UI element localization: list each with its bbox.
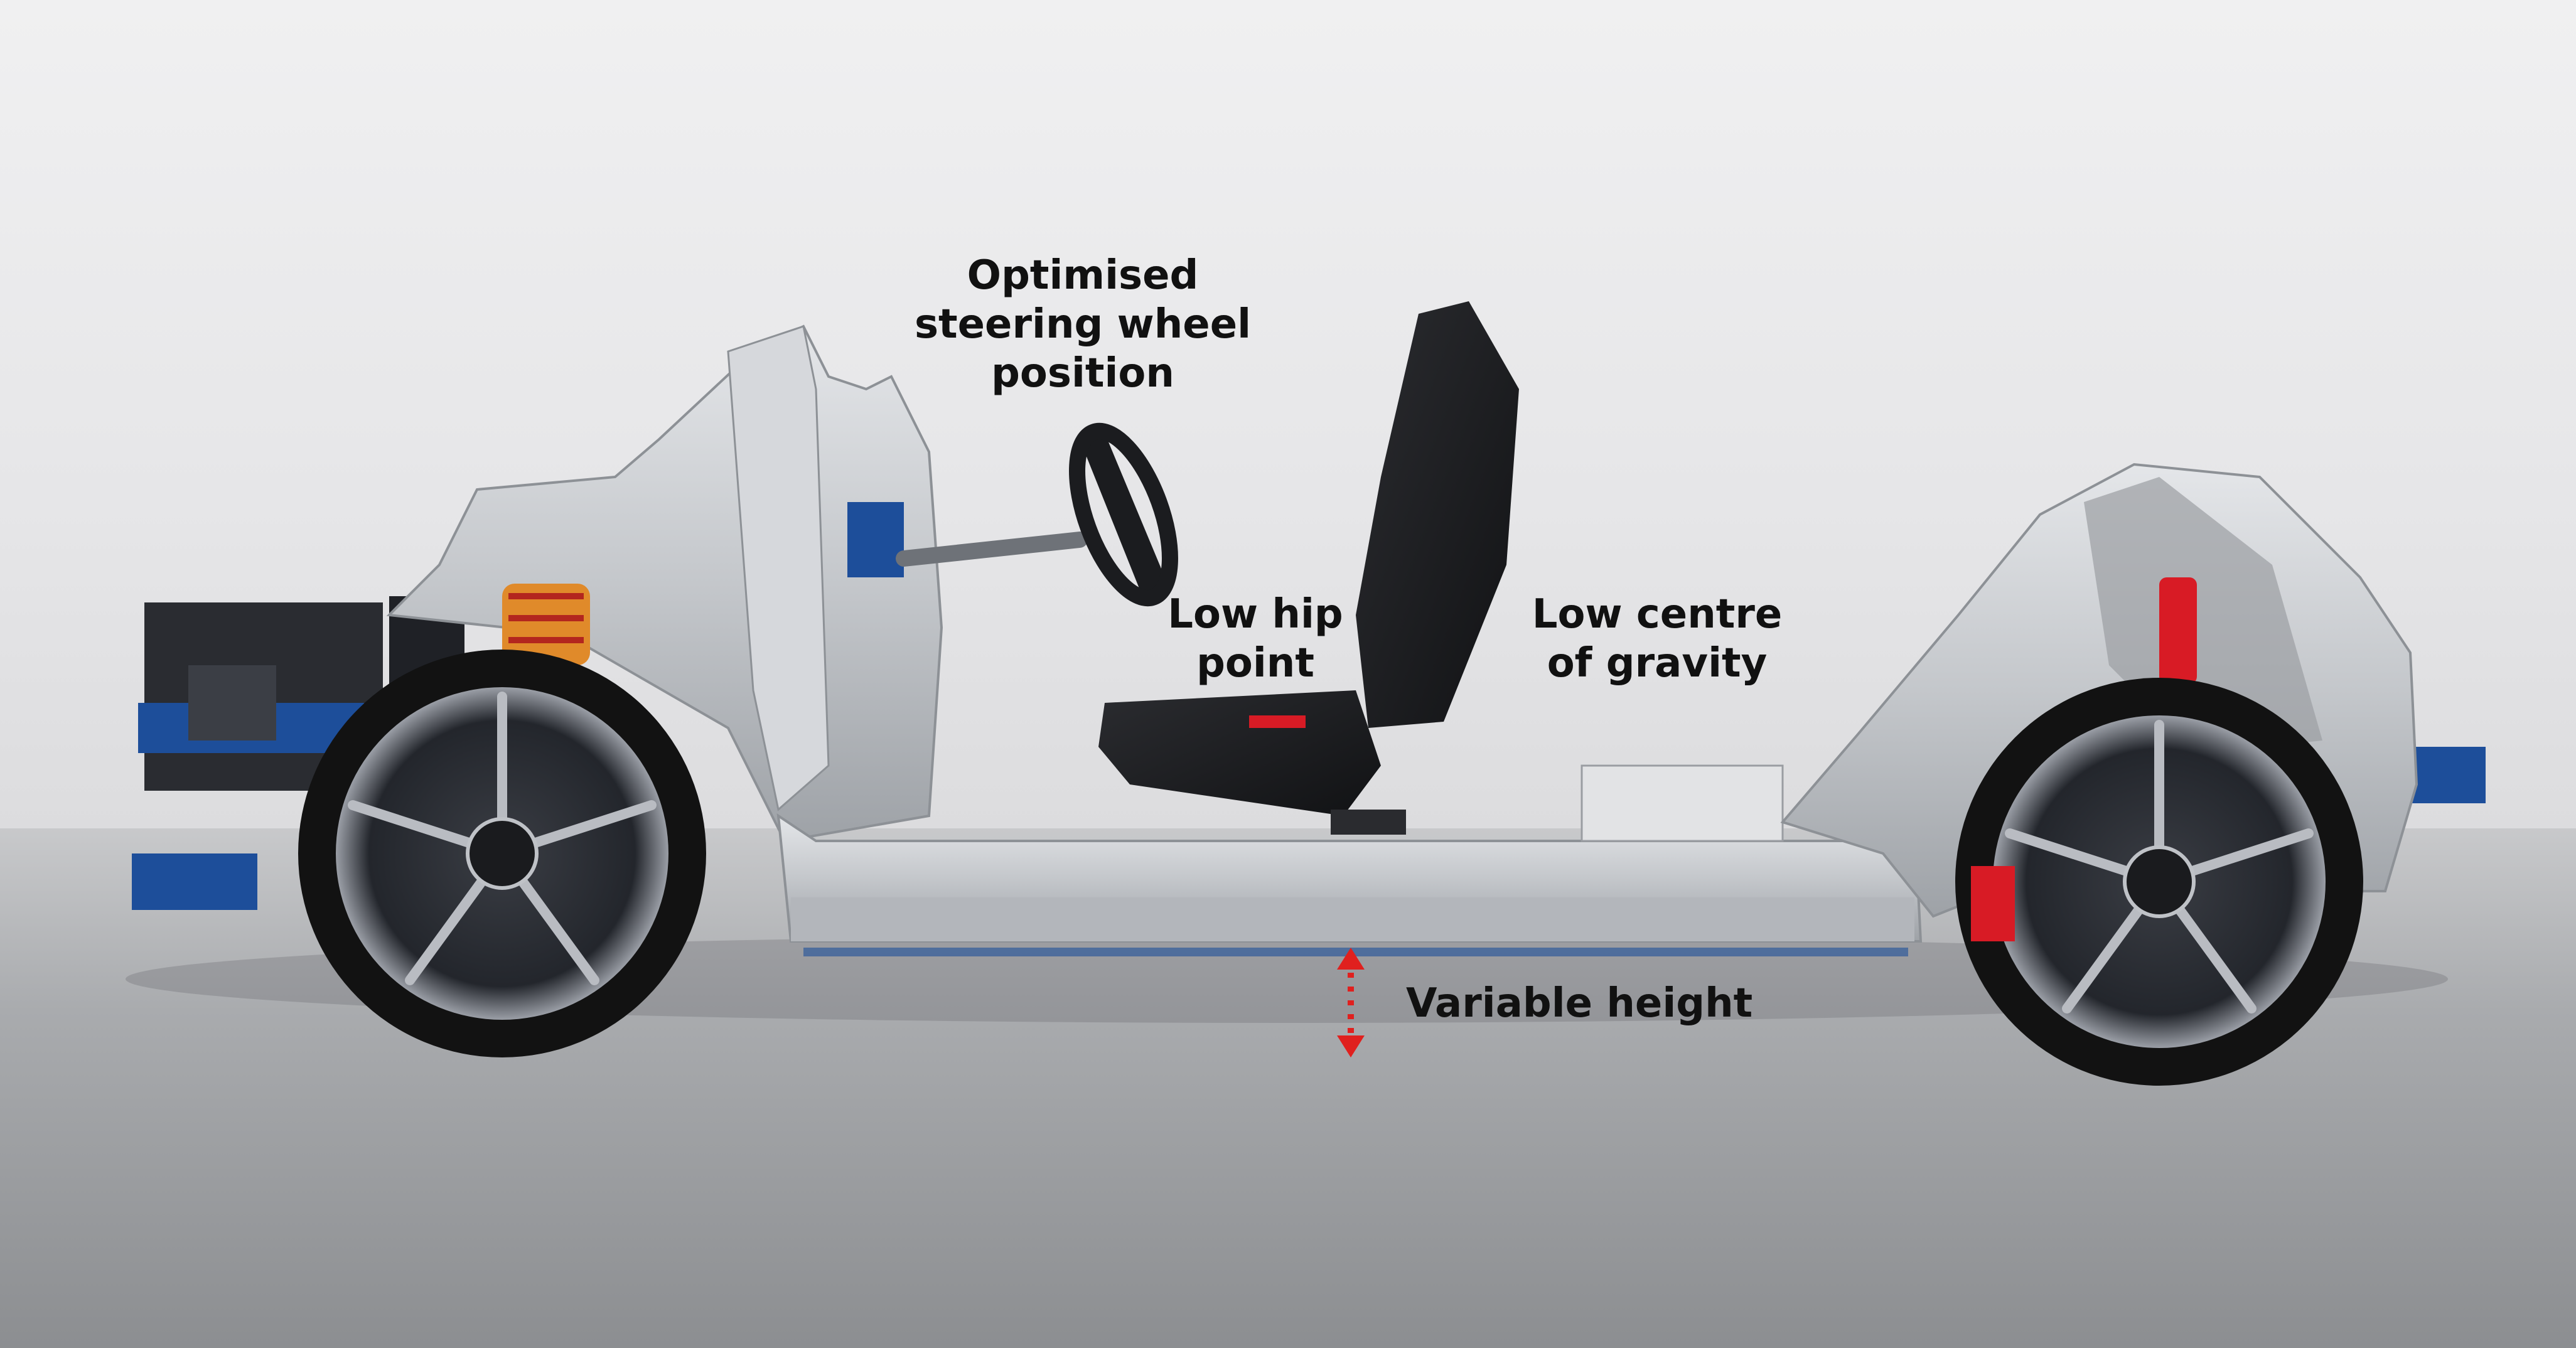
rear-strut bbox=[2159, 577, 2197, 684]
label-gravity-line-1: Low centre bbox=[1532, 591, 1783, 638]
steering-assembly bbox=[847, 422, 1178, 607]
label-low-hip-point: Low hip point bbox=[1149, 590, 1362, 688]
rear-wheel bbox=[1955, 678, 2363, 1086]
label-steering-position: Optimised steering wheel position bbox=[910, 251, 1255, 398]
label-hip-line-1: Low hip bbox=[1167, 591, 1343, 638]
driver-seat bbox=[1098, 301, 1519, 835]
label-steering-line-3: position bbox=[991, 350, 1174, 397]
label-steering-line-2: steering wheel bbox=[914, 301, 1252, 348]
front-coil-spring bbox=[502, 584, 590, 665]
floor-shadow bbox=[126, 935, 2448, 1023]
front-wheel bbox=[298, 650, 706, 1057]
label-steering-line-1: Optimised bbox=[967, 252, 1199, 299]
label-gravity-line-2: of gravity bbox=[1547, 640, 1768, 687]
label-hip-line-2: point bbox=[1196, 640, 1314, 687]
double-arrow-icon bbox=[1337, 948, 1365, 1057]
label-low-centre-of-gravity: Low centre of gravity bbox=[1506, 590, 1808, 688]
label-variable-height: Variable height bbox=[1406, 980, 1753, 1027]
